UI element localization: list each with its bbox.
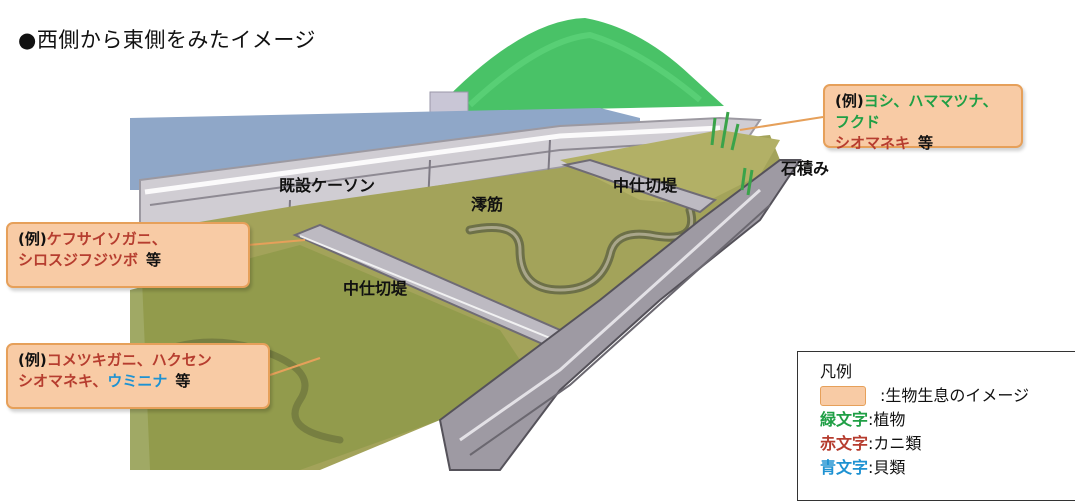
callout-low-left: (例)コメツキガニ、ハクセン シオマネキ、ウミニナ等	[6, 343, 270, 409]
distant-building	[429, 91, 469, 113]
upper-flat	[560, 130, 780, 205]
legend-key: 青文字	[820, 458, 869, 477]
foreground-flat	[130, 245, 520, 470]
callout-prefix: (例)	[18, 351, 47, 369]
label-stone-pile: 石積み	[781, 159, 830, 178]
page-title: ●西側から東側をみたイメージ	[18, 28, 316, 52]
legend: 凡例 :生物生息のイメージ 緑文字:植物 赤文字:カニ類 青文字:貝類	[797, 351, 1075, 501]
callout-prefix: (例)	[835, 92, 864, 110]
species-crab: シオマネキ	[835, 134, 911, 152]
callout-line-1: (例)コメツキガニ、ハクセン	[18, 350, 258, 371]
leader-mid-left	[247, 239, 306, 246]
legend-desc: :カニ類	[868, 434, 922, 453]
legend-row-shell: 青文字:貝類	[820, 456, 1075, 480]
legend-desc: :貝類	[868, 458, 906, 477]
legend-row-crab: 赤文字:カニ類	[820, 432, 1075, 456]
species-crab: シロスジフジツボ	[18, 251, 139, 269]
legend-desc: :植物	[868, 410, 906, 429]
callout-line-2: シロスジフジツボ等	[18, 250, 238, 271]
legend-swatch-row: :生物生息のイメージ	[820, 384, 1075, 408]
callout-line-2: シオマネキ、ウミニナ等	[18, 371, 258, 392]
callout-line-2: シオマネキ等	[835, 133, 1011, 154]
reeds	[710, 111, 754, 196]
callout-etc: 等	[175, 372, 191, 390]
callout-line-1: (例)ケフサイソガニ、	[18, 229, 238, 250]
callout-line-1: (例)ヨシ、ハママツナ、フクド	[835, 91, 1011, 133]
leader-top-right	[739, 116, 824, 131]
mid-dike-upper	[561, 158, 718, 214]
species-plant: ヨシ、ハママツナ、フクド	[835, 92, 998, 131]
label-existing-caisson: 既設ケーソン	[279, 176, 376, 195]
legend-swatch-desc: :生物生息のイメージ	[880, 386, 1030, 405]
green-hill	[435, 18, 724, 112]
legend-row-plant: 緑文字:植物	[820, 408, 1075, 432]
legend-swatch	[820, 386, 866, 406]
legend-key: 赤文字	[820, 434, 869, 453]
callout-top-right: (例)ヨシ、ハママツナ、フクド シオマネキ等	[823, 84, 1023, 152]
species-crab: コメツキガニ、ハクセン	[46, 351, 212, 369]
label-mid-dike-upper: 中仕切堤	[613, 176, 678, 195]
callout-prefix: (例)	[18, 230, 47, 248]
label-stagnant-channel: 澪筋	[471, 195, 504, 214]
species-shell: ウミニナ	[107, 372, 168, 390]
callout-etc: 等	[146, 251, 162, 269]
callout-mid-left: (例)ケフサイソガニ、 シロスジフジツボ等	[6, 222, 250, 288]
legend-title: 凡例	[820, 362, 853, 381]
legend-key: 緑文字	[820, 410, 869, 429]
callout-etc: 等	[918, 134, 934, 152]
species-crab: シオマネキ、	[18, 372, 108, 390]
leader-low-left	[269, 357, 321, 376]
species-crab: ケフサイソガニ、	[46, 230, 167, 248]
label-mid-dike-lower: 中仕切堤	[343, 279, 408, 298]
